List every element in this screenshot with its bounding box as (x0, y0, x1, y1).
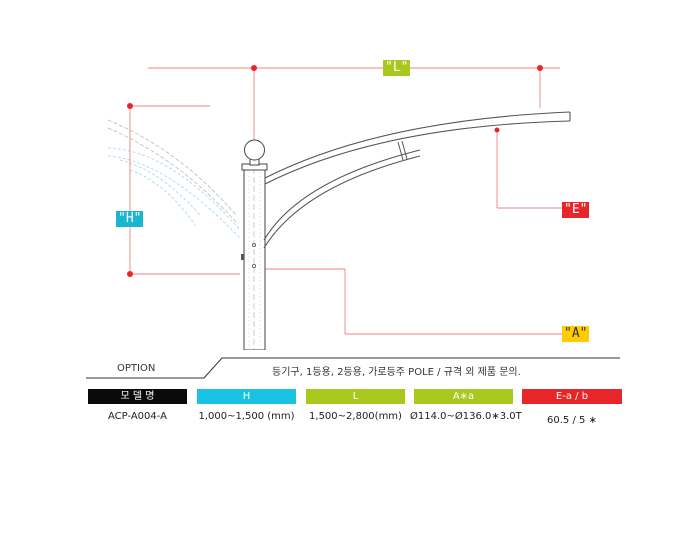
dimension-L-start-dot (251, 65, 257, 71)
leader-E-dot (494, 127, 500, 133)
cell-L: 1,500~2,800(mm) (309, 411, 402, 422)
cell-H: 1,000~1,500 (mm) (198, 411, 295, 422)
dimension-H (129, 105, 240, 275)
header-L: L (306, 389, 405, 404)
pole-finial (244, 139, 265, 166)
cell-E: 60.5 / 5 ∗ (547, 415, 597, 426)
pole-bracket (241, 254, 244, 260)
header-H: H (197, 389, 296, 404)
dimension-H-top-dot (127, 103, 133, 109)
dimension-label-H: "H" (116, 211, 144, 227)
header-A: A∗a (414, 389, 513, 404)
dimension-H-bottom-dot (127, 271, 133, 277)
pole-bolt-upper (251, 242, 256, 247)
pole (241, 163, 268, 350)
main-arm (264, 111, 571, 185)
option-text: 등기구, 1등용, 2등용, 가로등주 POLE / 규격 외 제품 문의. (272, 367, 521, 378)
leader-A (262, 268, 562, 335)
dimension-label-A: "A" (562, 326, 590, 342)
header-model-name: 모 델 명 (88, 389, 187, 404)
option-label: OPTION (117, 363, 156, 374)
dimension-label-L: "L" (383, 60, 411, 76)
cell-A: Ø114.0~Ø136.0∗3.0T (410, 411, 522, 422)
dimension-label-E: "E" (562, 202, 590, 218)
support-arm (263, 149, 421, 249)
arm-strut (397, 140, 408, 161)
header-E: E-a / b (522, 389, 622, 404)
cell-model-name: ACP-A004-A (107, 411, 167, 422)
ghost-arm-outline (107, 147, 241, 239)
pole-bolt-lower (251, 263, 256, 268)
ghost-arm-gray (107, 119, 237, 223)
dimension-L-end-dot (537, 65, 543, 71)
lamp-post-diagram (107, 65, 571, 350)
leader-E (496, 130, 562, 209)
option-divider (86, 357, 620, 379)
